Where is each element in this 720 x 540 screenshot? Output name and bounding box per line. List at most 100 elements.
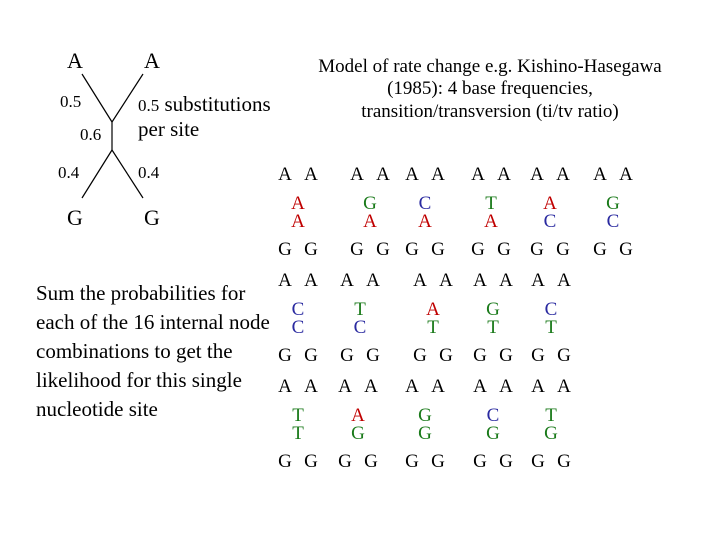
combo-leaf-top-left: A [530, 164, 544, 185]
combo-leaf-bottom-left: G [338, 451, 352, 472]
combo-internal-node-2: T [292, 423, 304, 444]
combo-leaf-top-right: A [557, 270, 571, 291]
combo-leaf-top-left: A [593, 164, 607, 185]
combo-leaf-top-right: A [304, 376, 318, 397]
combo-leaf-top-left: A [340, 270, 354, 291]
combo-internal-node-1: G [418, 405, 432, 426]
combo-internal-node-2: C [543, 211, 557, 232]
combo-leaf-top-left: A [531, 376, 545, 397]
combo-internal-node-1: T [485, 193, 497, 214]
combo-leaf-bottom-right: G [497, 239, 511, 260]
combo-internal-node-1: G [363, 193, 377, 214]
combo-leaf-bottom-left: G [413, 345, 427, 366]
combo-leaf-top-left: A [473, 270, 487, 291]
combo-leaf-top-left: A [278, 376, 292, 397]
combo-leaf-top-right: A [497, 164, 511, 185]
branch-top-right [111, 73, 144, 123]
branch-bottom-left [81, 149, 113, 199]
combo-leaf-bottom-left: G [278, 451, 292, 472]
branch-bottom-right [111, 149, 144, 199]
combo-internal-node-1: T [292, 405, 304, 426]
combo-internal-node-1: C [544, 299, 558, 320]
combo-internal-node-1: G [606, 193, 620, 214]
combo-leaf-bottom-right: G [304, 239, 318, 260]
combo-leaf-top-right: A [431, 376, 445, 397]
combo-leaf-top-left: A [471, 164, 485, 185]
combo-leaf-bottom-left: G [531, 451, 545, 472]
combo-internal-node-2: C [353, 317, 367, 338]
combo-leaf-bottom-right: G [556, 239, 570, 260]
combo-leaf-bottom-right: G [439, 345, 453, 366]
model-description: Model of rate change e.g. Kishino-Hasega… [318, 56, 662, 122]
combo-internal-node-2: A [484, 211, 498, 232]
combo-internal-node-1: G [486, 299, 500, 320]
combo-leaf-bottom-left: G [350, 239, 364, 260]
combo-internal-node-1: A [351, 405, 365, 426]
combo-leaf-top-right: A [557, 376, 571, 397]
branch-top-left [81, 73, 113, 123]
combo-leaf-top-left: A [405, 164, 419, 185]
combo-leaf-bottom-right: G [499, 345, 513, 366]
combo-leaf-top-right: A [431, 164, 445, 185]
units-label-line1: substitutions [164, 92, 271, 116]
combo-leaf-bottom-right: G [499, 451, 513, 472]
combo-leaf-bottom-right: G [431, 451, 445, 472]
combo-internal-node-1: A [543, 193, 557, 214]
combo-internal-node-1: T [354, 299, 366, 320]
tree-leaf-top-left: A [67, 48, 83, 73]
combo-leaf-top-right: A [364, 376, 378, 397]
combo-internal-node-1: C [486, 405, 500, 426]
tree-leaf-top-right: A [144, 48, 160, 73]
combo-leaf-top-left: A [405, 376, 419, 397]
branch-length-top-right: 0.5 [138, 96, 160, 115]
combo-internal-node-2: A [363, 211, 377, 232]
combo-leaf-top-right: A [304, 270, 318, 291]
combo-leaf-bottom-left: G [405, 451, 419, 472]
combo-internal-node-2: T [487, 317, 499, 338]
combo-leaf-bottom-right: G [304, 345, 318, 366]
combo-leaf-top-left: A [338, 376, 352, 397]
combo-leaf-bottom-right: G [557, 451, 571, 472]
combo-leaf-top-left: A [413, 270, 427, 291]
combo-leaf-top-right: A [619, 164, 633, 185]
combo-internal-node-1: A [426, 299, 440, 320]
combo-leaf-bottom-right: G [431, 239, 445, 260]
combo-internal-node-2: A [418, 211, 432, 232]
combo-leaf-bottom-left: G [530, 239, 544, 260]
combo-leaf-bottom-left: G [340, 345, 354, 366]
combo-leaf-top-right: A [499, 376, 513, 397]
combo-leaf-top-right: A [376, 164, 390, 185]
combo-internal-node-2: G [486, 423, 500, 444]
combo-leaf-bottom-right: G [366, 345, 380, 366]
combo-internal-node-1: C [291, 299, 305, 320]
sum-probabilities-note: Sum the probabilities for each of the 16… [36, 281, 270, 421]
combo-leaf-bottom-left: G [278, 345, 292, 366]
combo-leaf-top-left: A [531, 270, 545, 291]
combo-internal-node-2: C [606, 211, 620, 232]
units-label-line2: per site [138, 117, 200, 142]
combo-internal-node-1: A [291, 193, 305, 214]
branch-length-bottom-right: 0.4 [138, 163, 160, 182]
combo-leaf-bottom-left: G [531, 345, 545, 366]
branch-length-top-left: 0.5 [60, 92, 82, 111]
combo-leaf-top-right: A [499, 270, 513, 291]
combo-leaf-top-left: A [278, 270, 292, 291]
combo-leaf-bottom-left: G [471, 239, 485, 260]
branch-length-top-right-with-units: 0.5 substitutions per site [138, 92, 271, 142]
combo-internal-node-1: C [418, 193, 432, 214]
tree-leaf-bottom-left: G [67, 205, 83, 230]
combo-internal-node-2: G [418, 423, 432, 444]
combo-internal-node-2: C [291, 317, 305, 338]
combo-internal-node-2: T [545, 317, 557, 338]
combo-leaf-bottom-left: G [593, 239, 607, 260]
combo-leaf-bottom-right: G [557, 345, 571, 366]
combo-internal-node-2: A [291, 211, 305, 232]
combo-leaf-bottom-right: G [376, 239, 390, 260]
combo-leaf-bottom-left: G [405, 239, 419, 260]
combo-internal-node-1: T [545, 405, 557, 426]
combo-leaf-top-left: A [350, 164, 364, 185]
combo-leaf-top-left: A [278, 164, 292, 185]
tree-leaf-bottom-right: G [144, 205, 160, 230]
combo-leaf-top-right: A [366, 270, 380, 291]
